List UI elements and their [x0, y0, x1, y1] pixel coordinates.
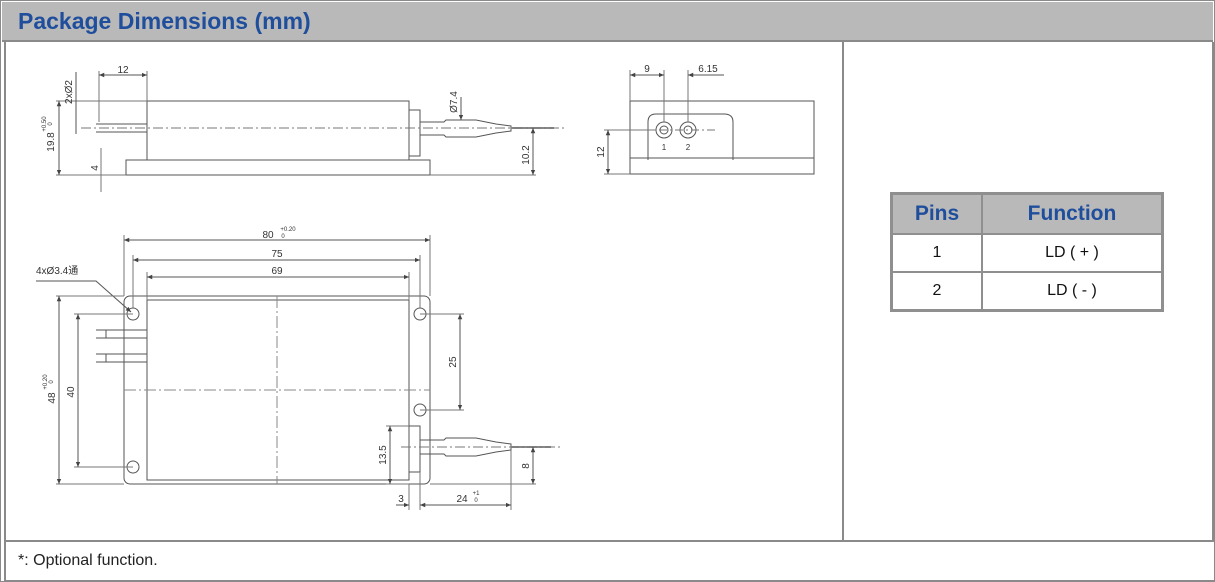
- table-header-row: Pins Function: [890, 192, 1164, 235]
- pin-function-table: Pins Function 1 LD ( + ) 2 LD ( - ): [890, 192, 1164, 312]
- table-row: 2 LD ( - ): [890, 271, 1164, 312]
- side-view: [56, 71, 566, 192]
- front-dim-9: 9: [644, 64, 650, 75]
- top-dim-75: 75: [271, 249, 283, 260]
- side-body: [146, 100, 410, 161]
- side-flange: [408, 109, 421, 157]
- top-dim-8: 8: [521, 463, 532, 469]
- side-dim-12: 12: [117, 65, 129, 76]
- side-dim-10-2: 10.2: [521, 145, 532, 165]
- top-dim-40: 40: [66, 386, 77, 398]
- side-base: [125, 159, 431, 176]
- top-dim-48-tol-lower: 0: [49, 380, 55, 384]
- top-dim-80-tol-lower: 0: [281, 234, 285, 240]
- front-pin-1-label: 1: [662, 143, 667, 152]
- pin-function-panel: Pins Function 1 LD ( + ) 2 LD ( - ): [842, 42, 1214, 542]
- pin-number: 2: [890, 271, 983, 312]
- top-dim-80: 80: [262, 230, 274, 241]
- top-dim-3: 3: [398, 494, 404, 505]
- header-pins: Pins: [890, 192, 983, 235]
- table-row: 1 LD ( + ): [890, 233, 1164, 273]
- section-title: Package Dimensions (mm): [18, 8, 311, 34]
- top-dim-80-tol-upper: +0.20: [280, 227, 296, 233]
- footer-note-bar: *: Optional function.: [4, 542, 1215, 582]
- top-dim-24-tol-upper: +1: [473, 491, 481, 497]
- optional-function-note: *: Optional function.: [18, 552, 158, 569]
- front-dim-6-15: 6.15: [698, 64, 718, 75]
- side-dim-pin-dia: 2xØ2: [64, 80, 75, 104]
- side-dim-tol-upper: +0.50: [42, 116, 48, 132]
- front-body: [629, 100, 815, 159]
- side-fiber-boot: [419, 119, 512, 138]
- top-dim-24-tol-lower: 0: [474, 498, 478, 504]
- pin-function: LD ( - ): [981, 271, 1164, 312]
- top-dim-69: 69: [271, 266, 283, 277]
- top-holes-label: 4xØ3.4通: [36, 265, 78, 277]
- pin-number: 1: [890, 233, 983, 273]
- pin-function: LD ( + ): [981, 233, 1164, 273]
- top-view: [36, 235, 561, 510]
- side-dim-19-8: 19.8: [46, 132, 57, 152]
- top-dim-48: 48: [47, 392, 58, 404]
- front-window: [647, 113, 734, 160]
- front-base: [629, 157, 815, 175]
- front-dim-12: 12: [596, 146, 607, 158]
- header-function: Function: [981, 192, 1164, 235]
- dimension-drawing-panel: 2xØ2 12 19.8 +0.50 0 4 Ø7.4 10.2: [4, 42, 844, 542]
- top-dim-24: 24: [456, 494, 468, 505]
- front-view: [604, 70, 815, 175]
- side-dim-fiber-dia: Ø7.4: [449, 91, 460, 113]
- top-dim-25: 25: [448, 356, 459, 368]
- top-dim-48-tol-upper: +0.20: [43, 374, 49, 390]
- front-pin-2-label: 2: [686, 143, 691, 152]
- side-dim-tol-lower: 0: [48, 122, 54, 126]
- side-dim-base-4: 4: [90, 165, 101, 171]
- top-dim-13-5: 13.5: [378, 445, 389, 465]
- section-header: Package Dimensions (mm): [2, 2, 1213, 42]
- package-dimension-drawing: 2xØ2 12 19.8 +0.50 0 4 Ø7.4 10.2: [36, 64, 815, 510]
